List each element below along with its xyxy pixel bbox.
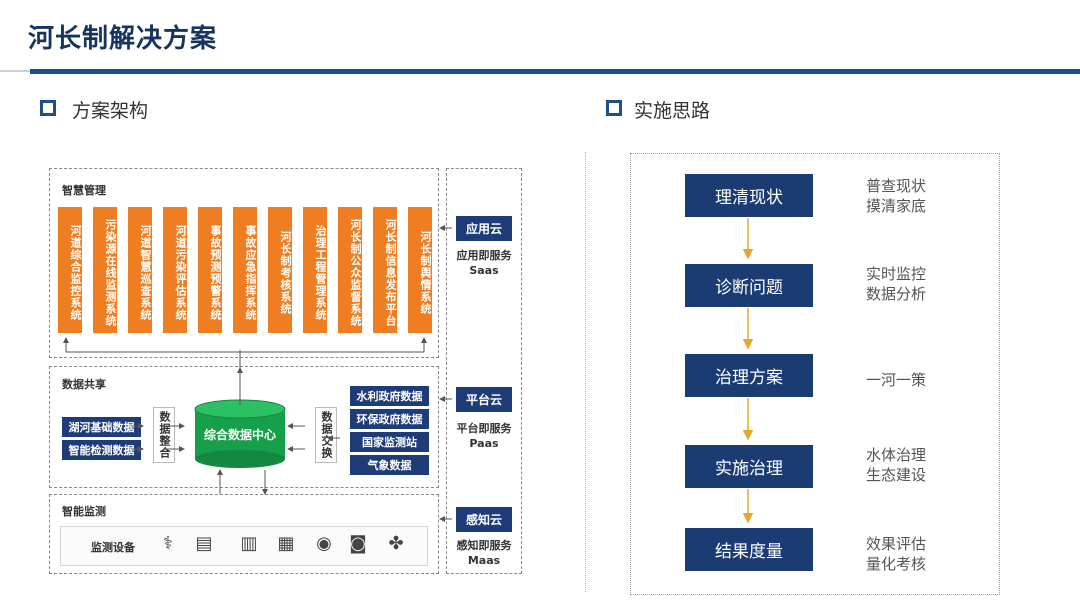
- system-box: 河道智慧巡查系统: [128, 207, 152, 333]
- data-item-lake-river-base: 湖河基础数据: [62, 417, 141, 437]
- data-item-weather: 气象数据: [350, 455, 429, 475]
- data-center-label: 综合数据中心: [203, 428, 276, 442]
- note-line: 效果评估: [866, 535, 927, 553]
- system-box: 事故应急指挥系统: [233, 207, 257, 333]
- note-line: 数据分析: [866, 285, 927, 303]
- data-sharing-panel: 数据共享 湖河基础数据 智能检测数据 数据整合 综合数据中心 数据交换 水利政府…: [49, 366, 439, 488]
- note-line: 摸清家底: [866, 197, 927, 215]
- panel-title-smart-monitoring: 智能监测: [62, 505, 106, 518]
- note-line: 生态建设: [866, 466, 927, 484]
- cloud-application-code: Saas: [469, 264, 499, 277]
- step-note-assess: 普查现状 摸清家底: [866, 176, 926, 216]
- device-strip: 监测设备 ⚕ ▤ ▥ ▦ ◉ ◙ ✤: [60, 526, 428, 566]
- column-divider: [585, 152, 586, 592]
- panel-title-smart-management: 智慧管理: [62, 184, 106, 197]
- vehicle-icon: ▤: [195, 533, 213, 554]
- data-exchange-label: 数据交换: [315, 407, 337, 463]
- cloud-platform: 平台云: [456, 387, 512, 412]
- architecture-diagram: 智慧管理 河道综合监控系统污染源在线监测系统河道智慧巡查系统河道污染评估系统事故…: [40, 155, 530, 585]
- cloud-sensing: 感知云: [456, 507, 512, 532]
- step-diagnose: 诊断问题: [685, 264, 813, 307]
- page-title: 河长制解决方案: [28, 24, 218, 54]
- step-implement: 实施治理: [685, 445, 813, 488]
- meter-icon: ◙: [349, 533, 367, 554]
- data-item-water-gov: 水利政府数据: [350, 386, 429, 406]
- cloud-column: 应用云 应用即服务 Saas 平台云 平台即服务 Paas 感知云 感知即服务 …: [446, 168, 522, 574]
- cloud-sensing-service: 感知即服务: [456, 539, 512, 552]
- system-box: 事故预测预警系统: [198, 207, 222, 333]
- note-line: 水体治理: [866, 446, 927, 464]
- note-line: 量化考核: [866, 555, 927, 573]
- drone-icon: ✤: [388, 533, 404, 554]
- note-line: 实时监控: [866, 265, 927, 283]
- cloud-application-service: 应用即服务: [456, 249, 512, 262]
- cloud-platform-code: Paas: [469, 437, 499, 450]
- data-item-smart-detection: 智能检测数据: [62, 440, 141, 460]
- system-box: 污染源在线监测系统: [93, 207, 117, 333]
- note-line: 普查现状: [866, 177, 927, 195]
- panel-title-data-sharing: 数据共享: [62, 378, 106, 391]
- step-plan: 治理方案: [685, 354, 813, 397]
- step-note-measure: 效果评估 量化考核: [866, 534, 926, 574]
- cloud-application: 应用云: [456, 216, 512, 241]
- system-box: 治理工程管理系统: [303, 207, 327, 333]
- camera-icon: ◉: [316, 533, 332, 554]
- data-item-env-gov: 环保政府数据: [350, 409, 429, 429]
- section-title-architecture: 方案架构: [72, 100, 149, 122]
- system-box: 河长制舆情系统: [408, 207, 432, 333]
- step-note-plan: 一河一策: [866, 370, 926, 390]
- cabinet-icon: ▥: [240, 533, 258, 554]
- square-bullet-icon: [606, 100, 622, 116]
- square-bullet-icon: [40, 100, 56, 116]
- device-label: 监测设备: [91, 541, 135, 554]
- header-divider: [30, 69, 1080, 74]
- system-box: 河长制公众监督系统: [338, 207, 362, 333]
- section-title-implementation: 实施思路: [634, 100, 711, 122]
- step-assess-status: 理清现状: [685, 174, 813, 217]
- step-measure: 结果度量: [685, 528, 813, 571]
- system-box: 河道污染评估系统: [163, 207, 187, 333]
- data-center-cylinder: 综合数据中心: [194, 399, 286, 469]
- data-integration-label: 数据整合: [153, 407, 175, 463]
- smart-monitoring-panel: 智能监测 监测设备 ⚕ ▤ ▥ ▦ ◉ ◙ ✤: [49, 494, 439, 574]
- system-box: 河长制信息发布平台: [373, 207, 397, 333]
- step-note-implement: 水体治理 生态建设: [866, 445, 926, 485]
- cloud-platform-service: 平台即服务: [456, 422, 512, 435]
- note-line: 一河一策: [866, 371, 927, 389]
- step-note-diagnose: 实时监控 数据分析: [866, 264, 926, 304]
- smart-management-panel: 智慧管理 河道综合监控系统污染源在线监测系统河道智慧巡查系统河道污染评估系统事故…: [49, 168, 439, 358]
- system-box: 河道综合监控系统: [58, 207, 82, 333]
- data-item-national-station: 国家监测站: [350, 432, 429, 452]
- implementation-panel: [630, 153, 1000, 595]
- system-box: 河长制考核系统: [268, 207, 292, 333]
- station-icon: ▦: [277, 533, 295, 554]
- probe-icon: ⚕: [163, 533, 173, 554]
- cloud-sensing-code: Maas: [467, 554, 501, 567]
